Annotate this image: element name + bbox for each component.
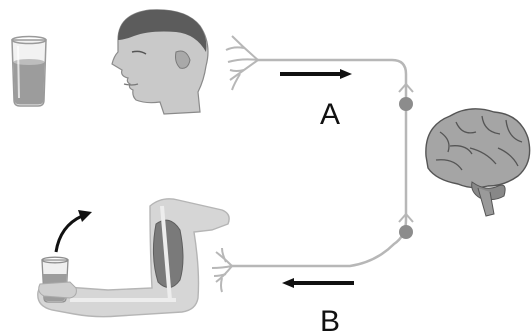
curved-motion-arrow-icon bbox=[54, 210, 92, 253]
synapse-top-icon bbox=[398, 82, 414, 111]
sensory-pathway bbox=[230, 58, 408, 268]
sensory-nerve-endings-icon bbox=[225, 35, 259, 91]
human-head-icon bbox=[111, 9, 209, 115]
label-a: A bbox=[320, 98, 340, 131]
label-b: B bbox=[320, 305, 340, 331]
arrow-b-icon bbox=[282, 278, 354, 288]
motor-nerve-endings-icon bbox=[211, 247, 233, 293]
synapse-bottom-icon bbox=[398, 212, 414, 239]
water-glass-icon bbox=[11, 35, 47, 107]
brain-icon bbox=[425, 108, 531, 217]
arrow-a-icon bbox=[280, 69, 352, 79]
arm-with-glass-icon bbox=[37, 198, 230, 318]
